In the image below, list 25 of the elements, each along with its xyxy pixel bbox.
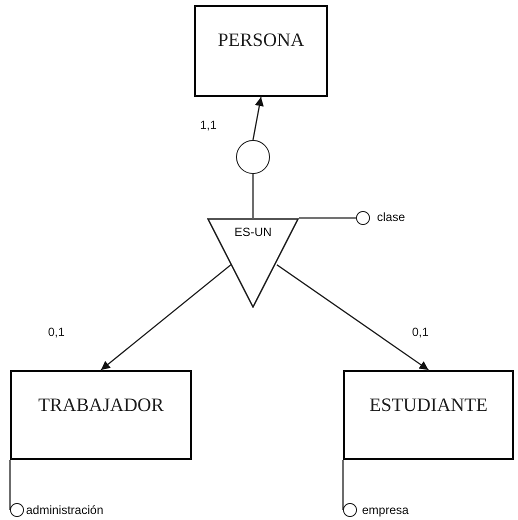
attribute-label: clase bbox=[377, 211, 406, 224]
connector-line bbox=[9, 460, 11, 510]
entity-box bbox=[343, 370, 514, 460]
relationship-circle bbox=[236, 140, 270, 174]
connector-line bbox=[299, 217, 356, 219]
isa-triangle bbox=[207, 218, 299, 308]
entity-name: TRABAJADOR bbox=[38, 396, 164, 418]
attribute-circle bbox=[356, 211, 370, 225]
connector-line bbox=[252, 174, 254, 218]
cardinality-label: 1,1 bbox=[200, 119, 217, 132]
attribute-label: administración bbox=[26, 504, 104, 518]
entity-box bbox=[10, 370, 192, 460]
arrow bbox=[276, 264, 429, 371]
entity-name: ESTUDIANTE bbox=[369, 396, 488, 418]
entity-box bbox=[194, 5, 328, 97]
attribute-label: empresa bbox=[362, 504, 409, 518]
isa-label: ES-UN bbox=[234, 226, 272, 241]
cardinality-label: 0,1 bbox=[48, 326, 65, 340]
entity-name: PERSONA bbox=[218, 31, 304, 53]
connector-line bbox=[342, 460, 344, 510]
arrow bbox=[252, 96, 264, 140]
cardinality-label: 0,1 bbox=[412, 326, 429, 340]
arrow bbox=[100, 264, 232, 370]
attribute-circle bbox=[343, 503, 357, 517]
attribute-circle bbox=[10, 503, 24, 517]
